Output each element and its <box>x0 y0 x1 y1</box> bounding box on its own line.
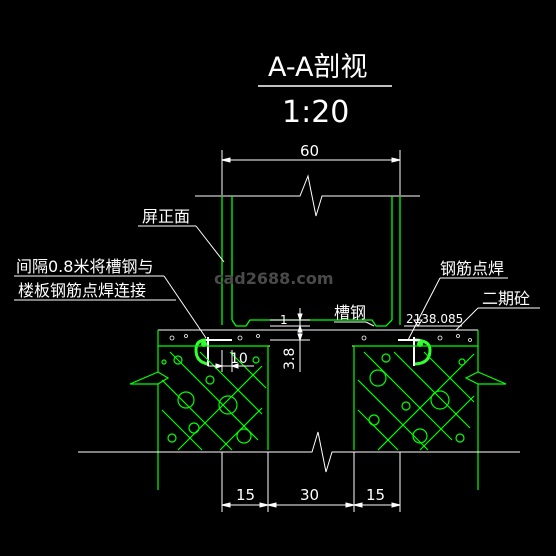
dimension-3-8-label: 3.8 <box>282 348 298 370</box>
right-concrete-block <box>353 330 507 490</box>
label-second-pour: 二期砼 <box>482 289 530 308</box>
label-spacing-note-1: 间隔0.8米将槽钢与 <box>16 257 153 276</box>
right-weld-rebar <box>398 337 432 366</box>
dimension-vertical <box>270 308 310 372</box>
dimension-1-label: 1 <box>280 313 288 327</box>
screen-wall <box>221 196 401 327</box>
dimension-top-60 <box>221 150 401 195</box>
slab-aggregate <box>169 334 472 342</box>
dimension-10 <box>208 350 254 372</box>
bottom-break-line <box>78 431 520 473</box>
scale-label: 1:20 <box>282 95 349 130</box>
left-weld-rebar <box>194 337 232 366</box>
label-screen-face: 屏正面 <box>142 207 190 226</box>
label-spacing-note-2: 楼板钢筋点焊连接 <box>18 281 146 300</box>
label-rebar-weld: 钢筋点焊 <box>440 259 504 278</box>
dimension-bottom <box>221 452 401 512</box>
left-concrete-block <box>129 330 269 490</box>
label-elevation: 2138.085 <box>406 312 463 326</box>
watermark-text: cad2688.com <box>214 269 334 288</box>
section-title: A-A剖视 <box>268 52 368 83</box>
dimension-top-60-label: 60 <box>300 142 319 160</box>
dimension-10-label: 10 <box>230 351 248 367</box>
top-break-line <box>195 174 420 217</box>
dimension-bottom-left-label: 15 <box>236 486 255 504</box>
label-channel-steel: 槽钢 <box>334 303 366 322</box>
dimension-bottom-mid-label: 30 <box>300 486 319 504</box>
leader-lines <box>14 225 540 341</box>
dimension-bottom-right-label: 15 <box>366 486 385 504</box>
